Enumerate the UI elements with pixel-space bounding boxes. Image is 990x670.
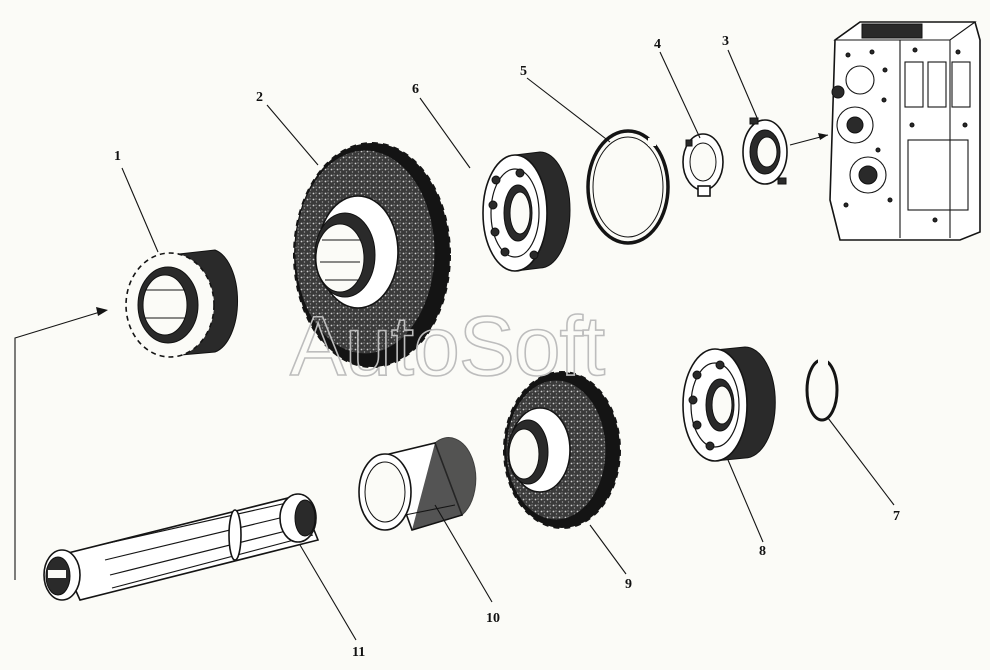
callout-7: 7 bbox=[893, 509, 900, 524]
part-2-large-gear bbox=[293, 142, 451, 368]
assembly-path-arrow bbox=[14, 311, 101, 580]
watermark: AutoSoft bbox=[290, 299, 605, 393]
callout-5: 5 bbox=[520, 64, 527, 79]
part-7-circlip bbox=[805, 357, 839, 422]
callout-10: 10 bbox=[486, 611, 500, 626]
callout-8: 8 bbox=[759, 544, 766, 559]
part-10-bushing bbox=[358, 437, 477, 531]
part-8-bearing bbox=[682, 346, 776, 462]
callout-6: 6 bbox=[412, 82, 419, 97]
arrowhead bbox=[96, 307, 108, 316]
callout-1: 1 bbox=[114, 149, 121, 164]
part-1-splined-gear bbox=[125, 249, 239, 358]
callout-2: 2 bbox=[256, 90, 263, 105]
part-5-snap-ring bbox=[586, 129, 670, 245]
callout-3: 3 bbox=[722, 34, 729, 49]
part-3-nut bbox=[742, 117, 788, 185]
gearbox-housing bbox=[829, 21, 981, 241]
part-4-lock-washer bbox=[682, 133, 724, 197]
part-11-splined-shaft bbox=[43, 493, 320, 601]
part-9-gear bbox=[503, 371, 621, 529]
leader-lines bbox=[121, 49, 895, 641]
part-6-bearing bbox=[482, 151, 571, 272]
callout-11: 11 bbox=[352, 645, 365, 660]
callout-4: 4 bbox=[654, 37, 661, 52]
callout-9: 9 bbox=[625, 577, 632, 592]
arrowhead bbox=[818, 133, 828, 140]
